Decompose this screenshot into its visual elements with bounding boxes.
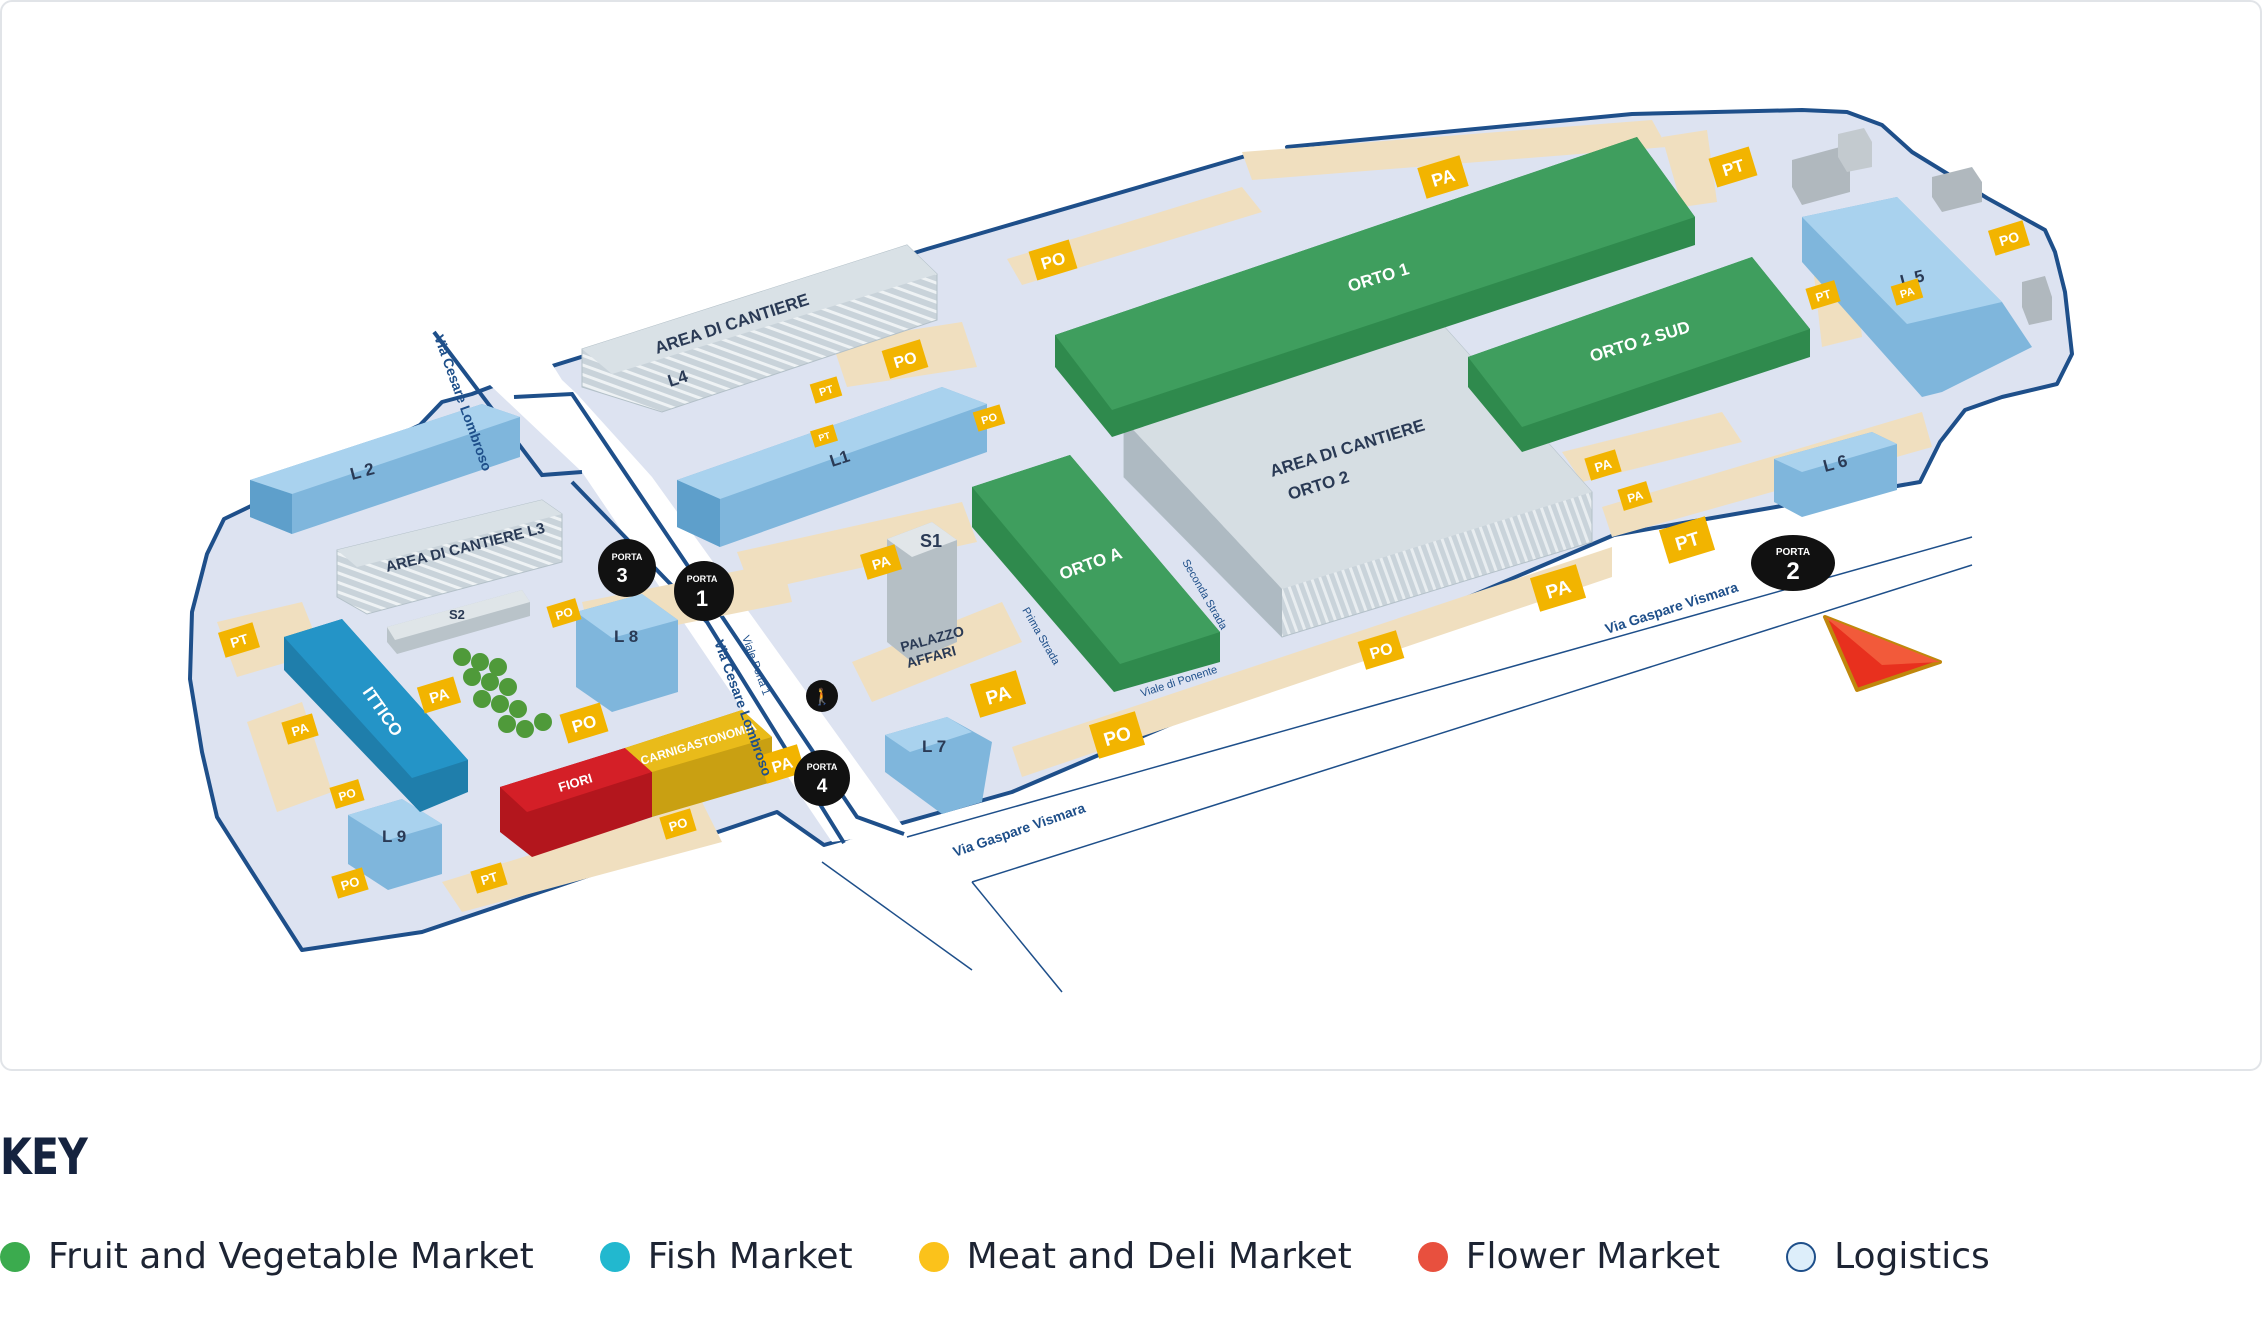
porta-2-num: 2 <box>1786 558 1799 585</box>
key-item-label: Fruit and Vegetable Market <box>48 1236 534 1277</box>
key-item-label: Meat and Deli Market <box>966 1236 1352 1277</box>
porta-3-word: PORTA <box>612 552 643 562</box>
road-outer-left <box>821 861 973 971</box>
parking-tag-label: PA <box>1593 456 1614 476</box>
pedestrian-entrance-icon: 🚶 <box>806 680 838 712</box>
parking-tag-label: PA <box>427 685 451 707</box>
fish-building: ITTICO <box>284 619 468 812</box>
parking-tag-label: PO <box>339 874 361 894</box>
parking-tag-pa: PA <box>1584 449 1622 481</box>
key-legend: Fruit and Vegetable Market Fish Market Mea… <box>0 1236 1990 1277</box>
porta-4[interactable]: PORTA 4 <box>794 750 850 806</box>
parking-tag-label: PT <box>818 383 835 399</box>
parking-tag-label: PO <box>337 786 358 804</box>
parking-tag-label: PT <box>817 430 831 443</box>
parking-tag-label: PT <box>1814 287 1833 305</box>
porta-2-word: PORTA <box>1776 547 1810 558</box>
porta-4-num: 4 <box>817 776 828 797</box>
trees <box>453 648 552 738</box>
parking-tag-po: PO <box>331 867 369 899</box>
label-s2: S2 <box>449 607 465 622</box>
parking-tag-pa: PA <box>416 676 462 714</box>
small-grey-buildings <box>1792 128 2052 325</box>
parking-tag-pt: PT <box>470 862 508 894</box>
key-item-label: Logistics <box>1834 1236 1990 1277</box>
parking-tag-po: PO <box>329 779 365 809</box>
key-item-fish-market: Fish Market <box>599 1236 853 1277</box>
porta-1-word: PORTA <box>687 574 718 584</box>
key-item-logistics: Logistics <box>1786 1236 1990 1277</box>
parking-tag-po: PO <box>881 339 929 379</box>
map-canvas: L 2 L1 L 8 L 9 L 7 L 5 L 6 AREA DI CANTI… <box>188 108 2074 993</box>
you-are-here-arrow-icon <box>1823 615 1942 692</box>
parking-tag-po: PO <box>1028 239 1078 281</box>
key-title: KEY <box>0 1128 88 1186</box>
porta-3[interactable]: PORTA 3 <box>598 539 656 597</box>
flower-meat-buildings: FIORI CARNIGASTONOMIA <box>500 710 772 857</box>
parking-tag-pt: PT <box>1708 146 1758 188</box>
parking-tag-po: PO <box>1987 220 2031 256</box>
fruit-veg-buildings: ORTO 1 ORTO 2 SUD ORTO A <box>972 137 1810 692</box>
parking-tag-label: PA <box>290 720 311 740</box>
label-l8: L 8 <box>614 627 638 646</box>
parking-tag-pt: PT <box>809 376 843 404</box>
parking-tag-label: PO <box>554 605 575 623</box>
parking-tag-label: PO <box>1368 640 1395 663</box>
parking-tag-label: PA <box>870 552 892 573</box>
parking-tag-po: PO <box>659 808 697 840</box>
parking-tag-label: PO <box>980 411 999 427</box>
key-color-swatch <box>1417 1241 1448 1272</box>
street-vismara-bottom: Via Gaspare Vismara <box>951 799 1088 859</box>
parking-tag-label: PO <box>667 815 689 835</box>
label-l7: L 7 <box>922 737 946 756</box>
parking-tag-pa: PA <box>1529 564 1587 612</box>
parking-tag-po: PO <box>559 702 609 744</box>
porta-4-word: PORTA <box>807 762 838 772</box>
porta-2[interactable]: PORTA 2 <box>1751 535 1835 591</box>
parking-tag-label: PA <box>770 754 796 777</box>
key-item-meat-and-deli-market: Meat and Deli Market <box>918 1236 1352 1277</box>
road-outer-right <box>971 881 1063 993</box>
parking-tag-label: PT <box>228 630 250 651</box>
key-item-flower-market: Flower Market <box>1417 1236 1721 1277</box>
parking-tag-pt: PT <box>217 622 261 658</box>
parking-tag-pa: PA <box>969 670 1027 718</box>
parking-tag-po: PO <box>1088 711 1146 759</box>
parking-tag-label: PO <box>892 349 919 372</box>
parking-tags: PA PT PO PO PT PA PA PA PO PT PO PT PA PO PA PO PA PO PT PA… <box>217 146 2031 899</box>
parking-tag-label: PO <box>1997 228 2021 249</box>
label-s1: S1 <box>920 531 942 551</box>
parking-tag-pt: PT <box>1658 516 1716 564</box>
parking-tag-pa: PA <box>1890 278 1924 306</box>
key-color-swatch <box>918 1241 949 1272</box>
road-vismara-edge-2 <box>971 564 1973 883</box>
parking-tag-pa: PA <box>281 713 319 745</box>
logistics-buildings: L 2 L1 L 8 L 9 L 7 L 5 L 6 <box>250 197 2032 890</box>
svg-text:🚶: 🚶 <box>812 687 832 706</box>
road-lombroso-edge-left <box>432 330 583 478</box>
key-item-fruit-and-vegetable-market: Fruit and Vegetable Market <box>0 1236 534 1277</box>
key-item-label: Fish Market <box>647 1236 853 1277</box>
market-map: L 2 L1 L 8 L 9 L 7 L 5 L 6 AREA DI CANTI… <box>0 0 2262 1071</box>
porta-1[interactable]: PORTA 1 <box>674 561 734 621</box>
parking-tag-label: PT <box>479 869 499 888</box>
parking-tag-po: PO <box>546 598 582 628</box>
parking-tag-label: PA <box>1899 285 1916 301</box>
key-color-swatch <box>0 1241 30 1272</box>
parking-tag-pa: PA <box>758 744 806 784</box>
porta-3-num: 3 <box>616 565 627 587</box>
label-l9: L 9 <box>382 827 406 846</box>
parking-tag-po: PO <box>1357 630 1405 670</box>
key-color-swatch <box>599 1241 630 1272</box>
key-item-label: Flower Market <box>1465 1236 1721 1277</box>
parking-tag-pt: PT <box>810 424 838 448</box>
parking-tag-pa: PA <box>1617 481 1653 511</box>
parking-tag-pt: PT <box>1805 280 1841 310</box>
key-color-swatch <box>1786 1241 1817 1272</box>
porta-1-num: 1 <box>696 586 708 611</box>
parking-tag-pa: PA <box>1417 155 1469 199</box>
parking-tag-po: PO <box>972 404 1006 432</box>
parking-tag-label: PA <box>1626 488 1646 506</box>
parking-tag-pa: PA <box>859 544 903 580</box>
